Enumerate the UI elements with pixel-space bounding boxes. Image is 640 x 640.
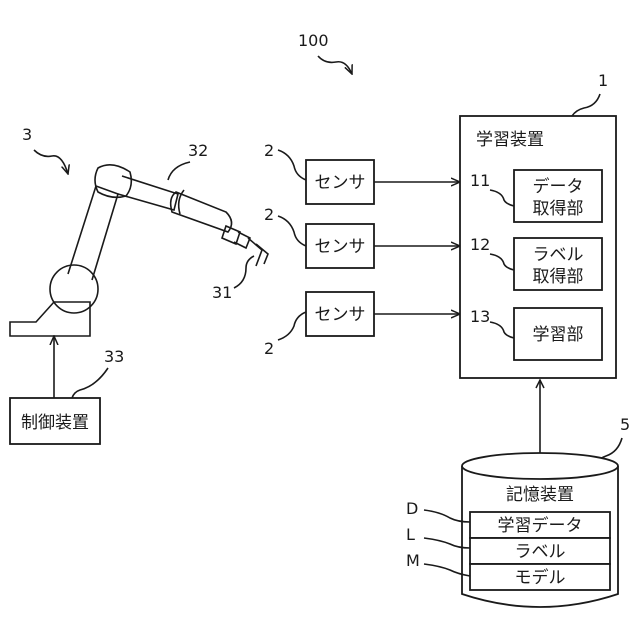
- storage-title: 記憶装置: [506, 485, 574, 505]
- label-acquisition-label-1: ラベル: [533, 245, 584, 265]
- label-acquisition-ref-label: 12: [470, 235, 490, 254]
- robot-ref-label: 3: [22, 125, 32, 144]
- hand-ref-leader: [234, 256, 254, 288]
- storage-item-ref-m: M: [406, 551, 420, 570]
- arm-ref-label: 32: [188, 141, 208, 160]
- sensor-ref-label: 2: [264, 339, 274, 358]
- system-ref-label: 100: [298, 31, 329, 50]
- sensor-3: 2 センサ: [264, 292, 374, 358]
- sensor-ref-leader: [278, 150, 306, 180]
- sensor-ref-leader: [278, 216, 306, 246]
- sensor-label: センサ: [315, 173, 366, 193]
- learning-unit-ref-label: 13: [470, 307, 490, 326]
- learning-device-ref-label: 1: [598, 71, 608, 90]
- sensor-ref-label: 2: [264, 141, 274, 160]
- sensor-label: センサ: [315, 237, 366, 257]
- learning-unit-label: 学習部: [533, 325, 584, 345]
- robot-arm-illustration: [10, 165, 268, 336]
- learning-device-ref-leader: [572, 94, 600, 116]
- arm-ref-leader: [168, 162, 190, 180]
- hand-ref-label: 31: [212, 283, 232, 302]
- sensor-label: センサ: [315, 305, 366, 325]
- controller-label: 制御装置: [21, 413, 89, 433]
- storage-item-label-label: ラベル: [515, 542, 566, 562]
- robot-ref-leader: [34, 150, 68, 174]
- storage-item-learning-data-label: 学習データ: [498, 515, 583, 536]
- controller-ref-leader: [72, 368, 108, 398]
- controller-ref-label: 33: [104, 347, 124, 366]
- storage-ref-label: 5: [620, 415, 630, 434]
- sensor-1: 2 センサ: [264, 141, 374, 204]
- system-ref-leader: [318, 56, 352, 74]
- data-acquisition-label-2: 取得部: [533, 199, 584, 219]
- learning-device-title: 学習装置: [476, 130, 544, 150]
- label-acquisition-label-2: 取得部: [533, 267, 584, 287]
- data-acquisition-label-1: データ: [533, 176, 584, 197]
- storage-item-model-label: モデル: [515, 567, 566, 588]
- storage-item-ref-d: D: [406, 499, 418, 518]
- sensor-ref-label: 2: [264, 205, 274, 224]
- sensor-2: 2 センサ: [264, 205, 374, 268]
- storage-item-ref-l: L: [406, 525, 415, 544]
- sensor-ref-leader: [278, 312, 306, 340]
- data-acquisition-ref-label: 11: [470, 171, 490, 190]
